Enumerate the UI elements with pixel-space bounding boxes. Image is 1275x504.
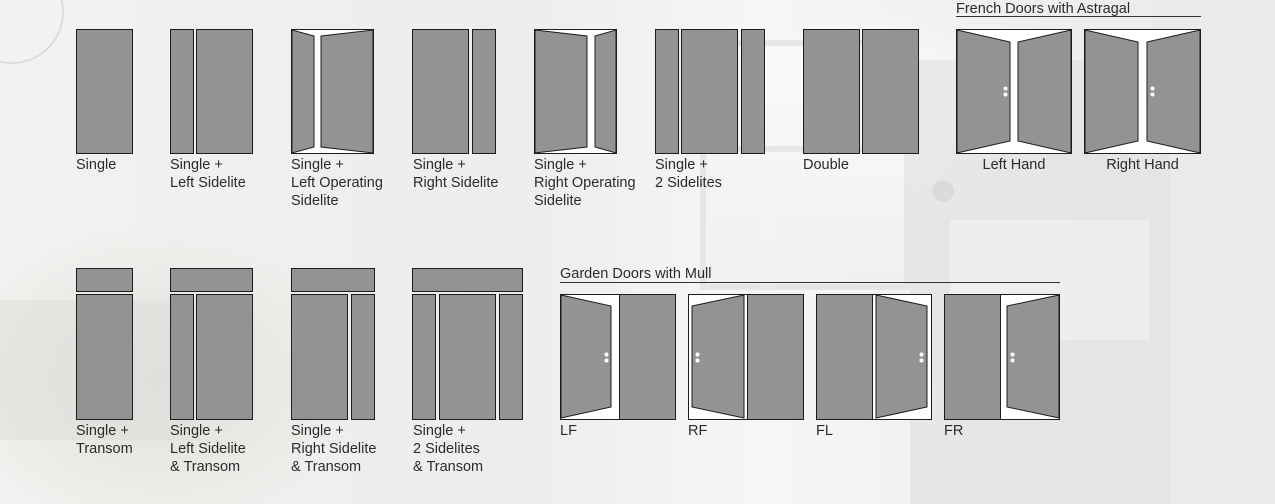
label-line: Right Operating	[534, 175, 636, 191]
label-single-right-operating-sidelite: Single + Right Operating Sidelite	[534, 156, 636, 210]
label-line: Single +	[413, 157, 466, 173]
door-panel	[76, 294, 133, 420]
left-sidelite-panel	[170, 29, 194, 154]
label-line: & Transom	[413, 459, 484, 475]
label-single-right-sidelite: Single + Right Sidelite	[413, 156, 498, 192]
label-single-right-sidelite-transom: Single + Right Sidelite & Transom	[291, 422, 376, 476]
label-line: Single	[76, 157, 117, 173]
label-line: Sidelite	[534, 193, 582, 209]
double-right-panel	[862, 29, 919, 154]
label-line: & Transom	[170, 459, 241, 475]
label-rf: RF	[688, 423, 708, 439]
left-sidelite-panel	[655, 29, 679, 154]
label-line: Right Sidelite	[413, 175, 499, 191]
label-line: Left Sidelite	[170, 441, 246, 457]
label-line: Double	[803, 157, 849, 173]
garden-doors-title: Garden Doors with Mull	[560, 266, 712, 282]
garden-rf-diagram	[688, 294, 804, 420]
label-line: Right Sidelite	[291, 441, 377, 457]
label-single-left-operating-sidelite: Single + Left Operating Sidelite	[291, 156, 383, 210]
label-line: Single +	[170, 423, 223, 439]
label-line: 2 Sidelites	[655, 175, 722, 191]
label-line: Single +	[291, 423, 344, 439]
french-left-hand-diagram	[956, 29, 1072, 154]
door-panel	[439, 294, 496, 420]
left-operating-sidelite-diagram	[291, 29, 374, 154]
french-doors-title: French Doors with Astragal	[956, 1, 1131, 17]
label-single-2-sidelites: Single + 2 Sidelites	[655, 156, 722, 192]
door-panel	[196, 29, 253, 154]
garden-fr-diagram	[944, 294, 1060, 420]
label-line: Single +	[655, 157, 708, 173]
right-sidelite-panel	[472, 29, 496, 154]
label-line: Transom	[76, 441, 133, 457]
door-panel	[412, 29, 469, 154]
label-line: Single +	[413, 423, 466, 439]
label-line: Single +	[76, 423, 129, 439]
label-single-transom: Single + Transom	[76, 422, 133, 458]
label-single-left-sidelite: Single + Left Sidelite	[170, 156, 246, 192]
right-sidelite-panel	[499, 294, 523, 420]
transom-panel	[412, 268, 523, 292]
label-lf: LF	[560, 423, 577, 439]
label-line: Single +	[534, 157, 587, 173]
single-door-panel	[76, 29, 133, 154]
label-line: Sidelite	[291, 193, 339, 209]
french-right-hand-diagram	[1084, 29, 1201, 154]
right-sidelite-panel	[351, 294, 375, 420]
door-panel	[291, 294, 348, 420]
label-left-hand: Left Hand	[982, 157, 1046, 173]
door-panel	[196, 294, 253, 420]
label-line: & Transom	[291, 459, 362, 475]
transom-panel	[76, 268, 133, 292]
left-sidelite-panel	[412, 294, 436, 420]
right-operating-sidelite-diagram	[534, 29, 617, 154]
left-sidelite-panel	[170, 294, 194, 420]
right-sidelite-panel	[741, 29, 765, 154]
label-single: Single	[76, 156, 116, 174]
label-line: Left Operating	[291, 175, 383, 191]
transom-panel	[291, 268, 375, 292]
label-line: Single +	[291, 157, 344, 173]
label-fl: FL	[816, 423, 833, 439]
transom-panel	[170, 268, 253, 292]
label-line: 2 Sidelites	[413, 441, 480, 457]
background-doorknob	[932, 180, 954, 202]
label-line: Single +	[170, 157, 223, 173]
garden-fl-diagram	[816, 294, 932, 420]
door-panel	[681, 29, 738, 154]
label-single-left-sidelite-transom: Single + Left Sidelite & Transom	[170, 422, 246, 476]
label-single-2-sidelites-transom: Single + 2 Sidelites & Transom	[413, 422, 483, 476]
label-double: Double	[803, 156, 849, 174]
label-fr: FR	[944, 423, 964, 439]
label-line: Left Sidelite	[170, 175, 246, 191]
double-left-panel	[803, 29, 860, 154]
label-right-hand: Right Hand	[1106, 157, 1179, 173]
garden-lf-diagram	[560, 294, 676, 420]
